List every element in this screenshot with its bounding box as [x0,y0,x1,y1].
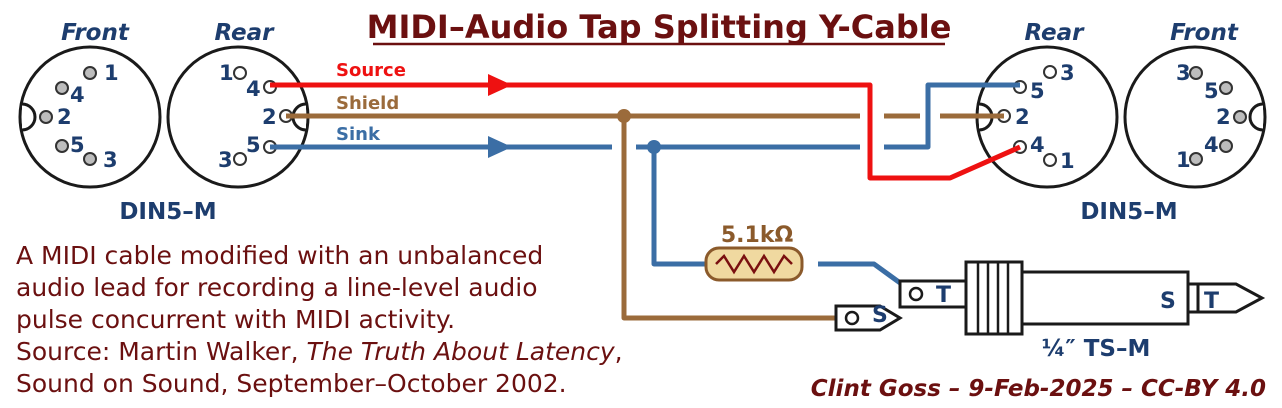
sink-tap-branch [651,147,706,267]
shield-wire-label: Shield [336,93,399,114]
right-rear-label: Rear [1024,20,1085,46]
left-rear-pin-label: 4 [246,77,261,101]
diagram-title: MIDI–Audio Tap Splitting Y-Cable [367,8,952,46]
left-front-face: 1 4 2 5 3 [18,45,162,189]
left-front-pin-label: 5 [70,133,85,157]
left-rear-pin-label: 1 [219,61,234,85]
source-citation-title: The Truth About Latency [306,337,615,366]
left-rear-label: Rear [214,20,275,46]
tip-lug-label: T [936,283,951,308]
resistor-value-label: 5.1kΩ [721,223,794,248]
ts-plug: S T S T ¼″ TS–M [834,260,1266,362]
sleeve-lug-label: S [872,303,888,328]
right-front-pin-label: 2 [1216,105,1231,129]
sink-direction-arrow [488,136,512,158]
left-rear-pin-label: 2 [262,105,277,129]
plug-sleeve-label: S [1160,289,1176,314]
right-front-pin-label: 3 [1176,61,1191,85]
right-rear-pin-label: 2 [1015,105,1030,129]
source-citation-suffix: , [615,337,623,366]
description-block: A MIDI cable modified with an unbalanced… [16,241,623,398]
left-rear-face: 1 4 2 5 3 [166,45,310,189]
right-din-type-label: DIN5–M [1080,199,1177,225]
right-front-label: Front [1170,20,1239,46]
right-din-connector: Rear Front 3 5 2 4 1 3 5 [975,20,1267,225]
shield-tap-branch [621,116,846,321]
resistor: 5.1kΩ [704,223,804,282]
plug-tip-label: T [1204,289,1219,314]
left-front-pin-label: 4 [70,83,85,107]
sink-junction-dot [647,140,661,154]
source-citation-prefix: Source: Martin Walker, [16,337,306,366]
left-din-connector: Front Rear 1 4 2 5 3 1 4 [18,20,310,225]
source-wire: Source [270,60,1022,181]
source-wire-label: Source [336,60,406,81]
right-front-pin-label: 5 [1204,79,1219,103]
sink-wire-label: Sink [336,124,381,145]
left-din-type-label: DIN5–M [119,199,216,225]
left-front-pin-label: 3 [103,148,118,172]
right-rear-pin-label: 4 [1030,133,1045,157]
description-line: pulse concurrent with MIDI activity. [16,305,455,334]
plug-tip [1196,282,1266,314]
source-direction-arrow [488,74,512,96]
shield-wire: Shield [286,93,1004,321]
source-citation-line-2: Sound on Sound, September–October 2002. [16,369,567,398]
left-rear-pin-label: 3 [218,148,233,172]
credit-line: Clint Goss – 9-Feb-2025 – CC-BY 4.0 [811,376,1266,402]
left-front-label: Front [61,20,130,46]
description-line: audio lead for recording a line-level au… [16,273,538,302]
left-rear-pin-label: 5 [246,133,261,157]
right-rear-pin-label: 5 [1030,79,1045,103]
source-citation-line: Source: Martin Walker, The Truth About L… [16,337,623,366]
right-front-face: 3 5 2 4 1 [1123,45,1267,189]
shield-junction-dot [617,109,631,123]
left-front-key-notch [21,102,37,132]
right-rear-pin-label: 3 [1060,61,1075,85]
left-front-pin-label: 1 [104,61,119,85]
right-rear-pin-label: 1 [1060,149,1075,173]
right-front-key-notch [1248,102,1264,132]
plug-grip [964,260,1024,336]
left-front-pin-label: 2 [57,105,72,129]
plug-type-label: ¼″ TS–M [1042,336,1151,362]
resistor-zigzag-icon [715,253,793,275]
right-front-pin-label: 4 [1204,133,1219,157]
description-line: A MIDI cable modified with an unbalanced [16,241,543,270]
right-front-pin-label: 1 [1176,148,1191,172]
